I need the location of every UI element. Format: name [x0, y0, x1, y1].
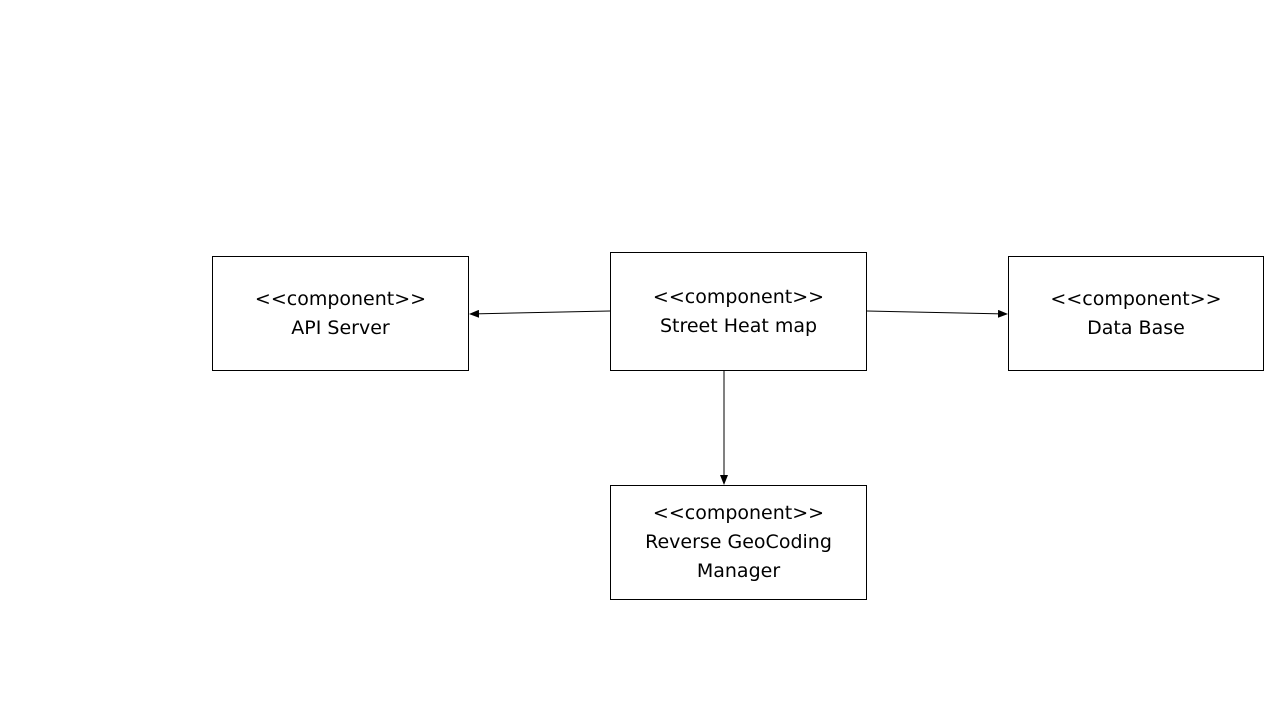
component-reverse-geocoding-manager[interactable]: <<component>> Reverse GeoCoding Manager: [610, 485, 867, 600]
component-stereotype: <<component>>: [652, 502, 825, 524]
arrow-heat-map-to-data-base: [866, 309, 1008, 318]
arrow-heat-map-to-api-server: [469, 309, 611, 318]
component-name: Data Base: [1087, 316, 1185, 339]
component-street-heat-map[interactable]: <<component>> Street Heat map: [610, 252, 867, 371]
component-name-line-1: Reverse GeoCoding: [645, 531, 832, 553]
component-name: Street Heat map: [659, 314, 818, 337]
component-stereotype: <<component>>: [652, 285, 825, 308]
component-data-base[interactable]: <<component>> Data Base: [1008, 256, 1264, 371]
component-stereotype: <<component>>: [1050, 287, 1222, 310]
component-api-server[interactable]: <<component>> API Server: [212, 256, 469, 371]
component-name: API Server: [291, 316, 390, 339]
component-name-line-2: Manager: [696, 560, 781, 582]
component-stereotype: <<component>>: [254, 287, 427, 310]
